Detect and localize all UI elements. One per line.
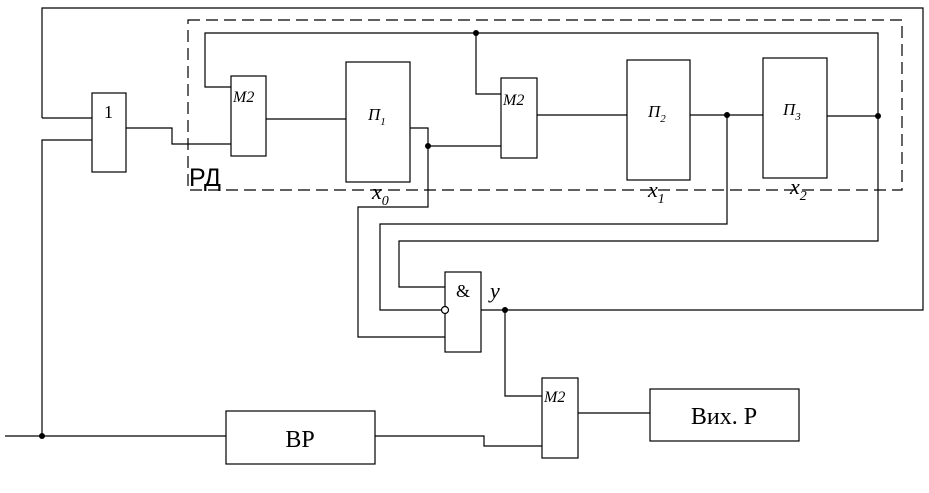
register-label: РД xyxy=(189,164,221,192)
and-gate: & xyxy=(440,271,482,353)
junction-dots xyxy=(39,30,881,439)
wire-bus-to-m2b xyxy=(475,33,501,95)
or-gate-label: 1 xyxy=(104,102,113,122)
cell-p3: П3 xyxy=(762,57,828,179)
inverted-input xyxy=(440,305,450,315)
input-register: ВР xyxy=(225,410,376,465)
junction-dot xyxy=(473,30,479,36)
wire-p1-out xyxy=(357,127,445,338)
junction-dot xyxy=(425,143,431,149)
feedback-signal-label: y xyxy=(488,278,500,303)
wires xyxy=(5,7,924,447)
xor-gate-3-label: M2 xyxy=(543,389,565,406)
tap-x2-label: x2 xyxy=(789,174,807,204)
or-gate: 1 xyxy=(91,92,127,173)
wire-x2-tap xyxy=(398,116,879,288)
cell-p2-label: П2 xyxy=(647,102,666,125)
wire-left-input xyxy=(41,139,92,436)
junction-dot xyxy=(875,113,881,119)
cell-p1-label: П1 xyxy=(367,105,386,128)
wire-x1-tap xyxy=(379,115,728,311)
xor-gate-1: M2 xyxy=(230,75,267,157)
tap-x0-label: x0 xyxy=(371,179,389,209)
input-register-label: ВР xyxy=(285,427,314,453)
cell-p1: П1 xyxy=(345,61,411,183)
junction-dot xyxy=(502,307,508,313)
register-boundary xyxy=(187,19,903,191)
xor-gate-1-label: M2 xyxy=(232,89,254,106)
xor-gate-2-label: M2 xyxy=(502,92,524,109)
xor-gate-2: M2 xyxy=(500,77,538,159)
wire-y-to-m2c xyxy=(504,310,542,397)
junction-dot xyxy=(724,112,730,118)
xor-gate-3: M2 xyxy=(541,377,579,459)
cell-p3-label: П3 xyxy=(782,100,801,123)
wire-register-feedback xyxy=(204,32,879,116)
wire-vr-to-m2c xyxy=(375,435,542,447)
wire-outer-feedback xyxy=(41,7,924,311)
junction-dot xyxy=(39,433,45,439)
output-register: Вих. Р xyxy=(649,388,800,442)
and-gate-label: & xyxy=(456,281,470,301)
wire-or-to-m2 xyxy=(126,127,231,145)
tap-x1-label: x1 xyxy=(647,177,665,207)
cell-p2: П2 xyxy=(626,59,691,181)
output-register-label: Вих. Р xyxy=(691,404,757,430)
